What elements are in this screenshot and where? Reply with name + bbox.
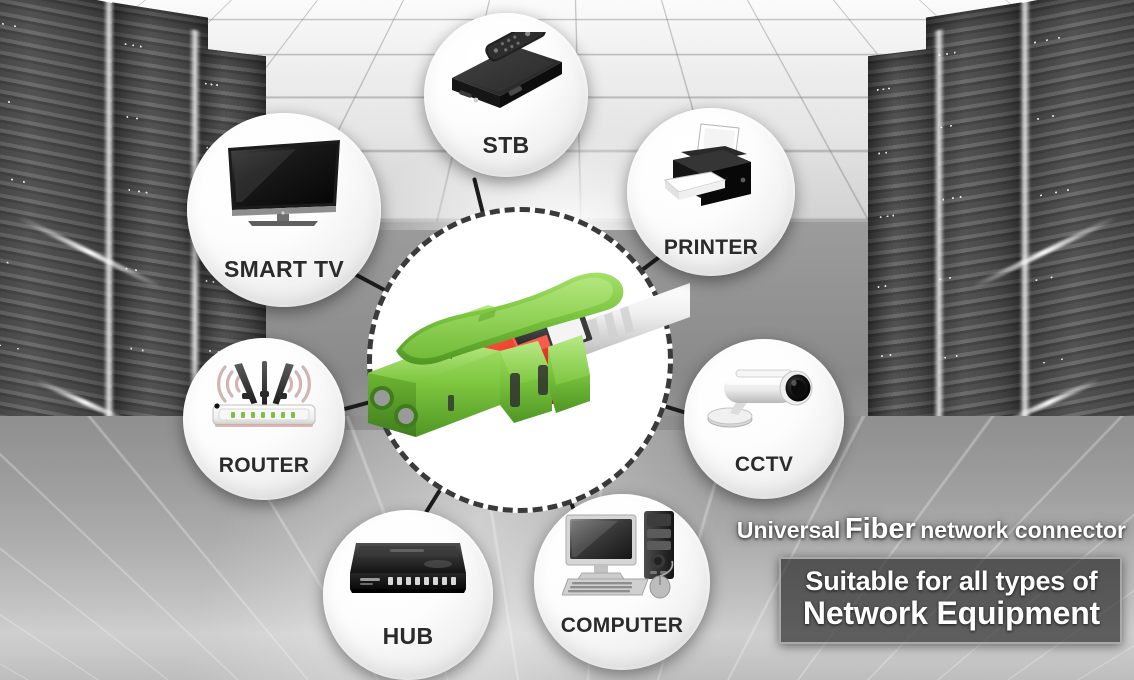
node-stb[interactable]: STB [424, 13, 588, 177]
node-cctv[interactable]: CCTV [684, 339, 844, 499]
printer-icon [627, 108, 795, 232]
desktop-computer-icon [534, 494, 710, 612]
node-label-hub: HUB [382, 623, 434, 649]
fiber-optic-connector [360, 255, 690, 455]
node-label-printer: PRINTER [663, 236, 759, 259]
network-switch-icon [323, 510, 493, 622]
tagline-part1: Universal [736, 517, 841, 543]
promo-box: Suitable for all types of Network Equipm… [778, 557, 1122, 645]
node-router[interactable]: ROUTER [183, 338, 345, 500]
node-label-cctv: CCTV [734, 453, 794, 476]
node-smart-tv[interactable]: SMART TV [187, 113, 381, 307]
fiber-cable-boot [568, 283, 690, 359]
promo-line-2: Network Equipment [802, 595, 1100, 632]
node-label-router: ROUTER [218, 454, 310, 477]
node-computer[interactable]: COMPUTER [534, 494, 710, 670]
node-printer[interactable]: PRINTER [627, 108, 795, 276]
set-top-box-icon [424, 13, 588, 131]
connector-pull-tab [396, 272, 624, 365]
promo-line-1: Suitable for all types of [805, 566, 1098, 596]
television-icon [187, 113, 381, 251]
wifi-router-icon [183, 338, 345, 452]
cctv-camera-icon [684, 339, 844, 451]
node-hub[interactable]: HUB [323, 510, 493, 680]
tagline: Universal Fiber network connector [737, 513, 1126, 546]
node-label-smart-tv: SMART TV [224, 256, 344, 282]
node-label-computer: COMPUTER [560, 614, 684, 637]
node-label-stb: STB [482, 132, 530, 158]
tagline-part2: Fiber [844, 513, 916, 545]
tagline-part3: network connector [920, 517, 1126, 543]
